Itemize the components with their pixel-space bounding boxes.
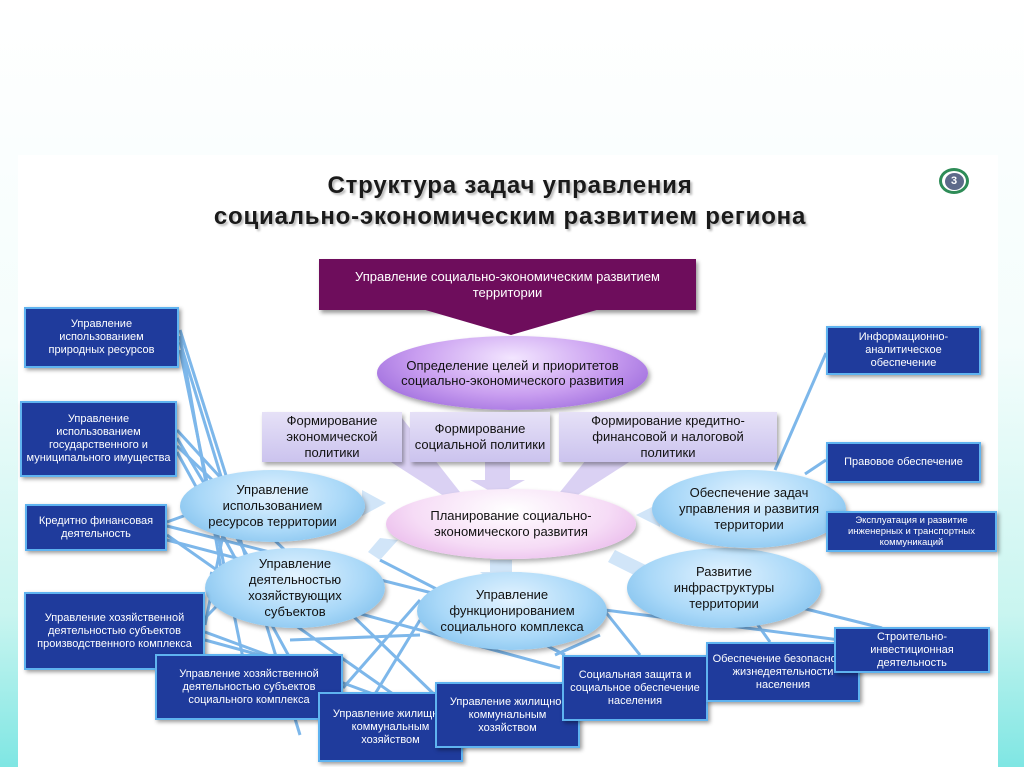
box-housing-2: Управление жилищно-коммунальным хозяйств… xyxy=(435,682,580,748)
slide-title: Структура задач управления социально-эко… xyxy=(120,170,900,232)
node-top-management: Управление социально-экономическим разви… xyxy=(319,259,696,310)
node-fiscal-policy: Формирование кредитно-финансовой и налог… xyxy=(559,412,777,462)
box-engineering-comms: Эксплуатация и развитие инженерных и тра… xyxy=(826,511,997,552)
box-natural-resources: Управление использованием природных ресу… xyxy=(24,307,179,368)
slide-number: 3 xyxy=(944,172,964,190)
node-social-complex: Управление функционированием социального… xyxy=(417,572,607,650)
node-goals-priorities: Определение целей и приоритетов социальн… xyxy=(377,336,648,410)
node-social-policy: Формирование социальной политики xyxy=(410,412,550,462)
box-credit-finance: Кредитно финансовая деятельность xyxy=(25,504,167,551)
box-social-protection: Социальная защита и социальное обеспечен… xyxy=(562,655,708,721)
node-economic-entities: Управление деятельностью хозяйствующих с… xyxy=(205,548,385,628)
box-legal-support: Правовое обеспечение xyxy=(826,442,981,483)
node-planning: Планирование социально-экономического ра… xyxy=(386,489,636,559)
title-line-1: Структура задач управления xyxy=(327,172,693,199)
node-infrastructure: Развитие инфраструктуры территории xyxy=(627,548,821,628)
box-social-entities: Управление хозяйственной деятельностью с… xyxy=(155,654,343,720)
title-line-2: социально-экономическим развитием регион… xyxy=(213,203,807,230)
node-economic-policy: Формирование экономической политики xyxy=(262,412,402,462)
slide-number-badge: 3 xyxy=(939,168,969,194)
box-state-property: Управление использованием государственно… xyxy=(20,401,177,477)
box-construction-investment: Строительно-инвестиционная деятельность xyxy=(834,627,990,673)
node-support-tasks: Обеспечение задач управления и развития … xyxy=(652,470,846,548)
node-resources-use: Управление использованием ресурсов терри… xyxy=(180,470,365,542)
box-info-analytics: Информационно-аналитическое обеспечение xyxy=(826,326,981,375)
down-arrow-icon xyxy=(422,309,600,335)
